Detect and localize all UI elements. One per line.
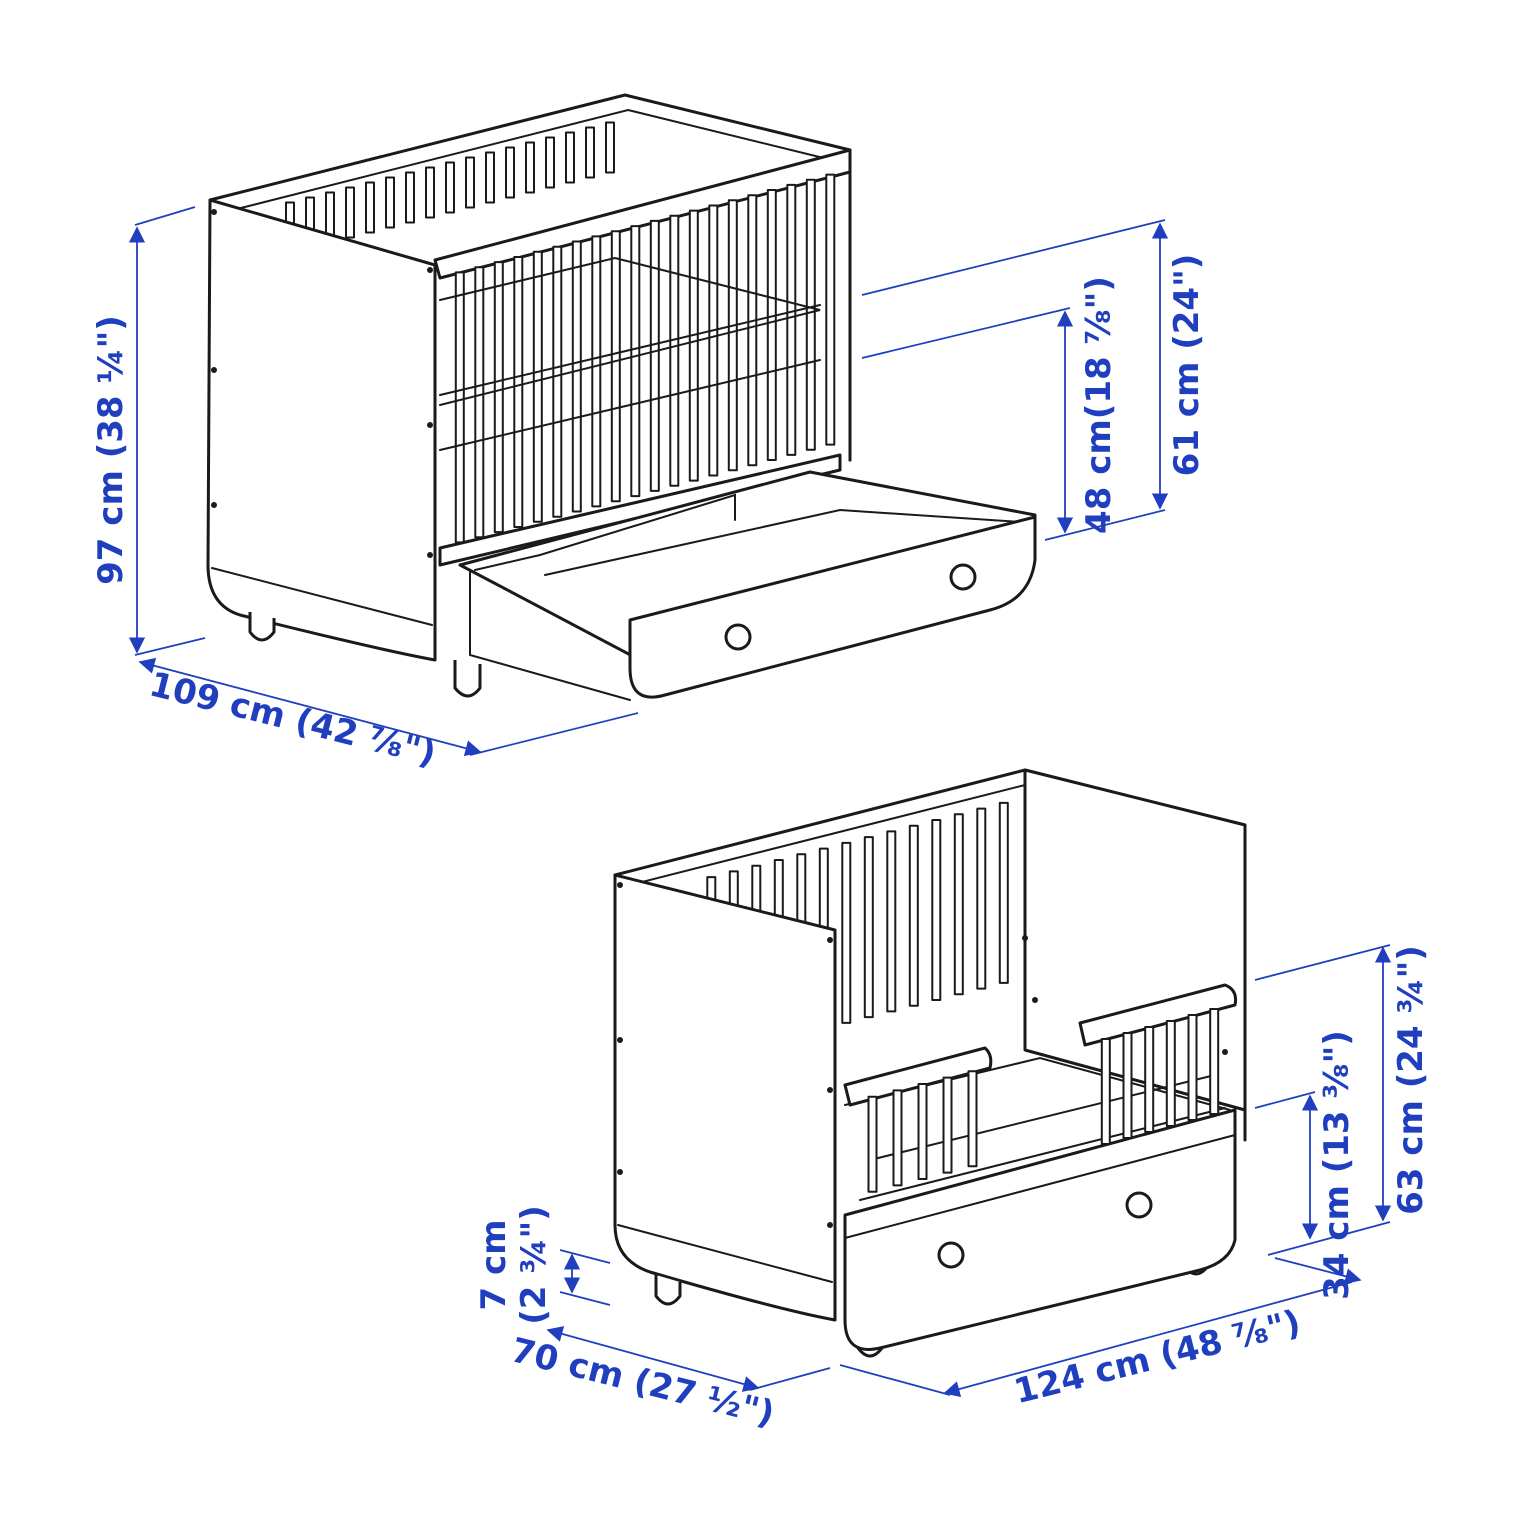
- crib-back-slat: [565, 131, 575, 184]
- drawer-knob-icon: [1125, 1191, 1153, 1219]
- crib-height-label: 97 cm (38 ¼"): [91, 315, 131, 585]
- bed-back-slat: [998, 801, 1009, 984]
- drawer-knob-icon: [724, 623, 752, 651]
- bed-front-slat: [917, 1083, 928, 1180]
- crib-back-slat: [525, 141, 535, 194]
- bed-front-slats: [867, 1008, 1220, 1193]
- crib-front-slat: [474, 266, 485, 539]
- crib-back-slat: [545, 136, 555, 189]
- crib-front-slat: [727, 199, 738, 472]
- crib-back-slat: [445, 161, 455, 214]
- bed-front-slat: [892, 1089, 903, 1187]
- crib-front-slat: [552, 245, 563, 518]
- drawer-knob-icon: [937, 1241, 965, 1269]
- crib-back-slat: [365, 181, 375, 234]
- crib-front-slat: [649, 219, 660, 492]
- crib-back-slat: [505, 146, 515, 199]
- bed-dimensions: [546, 944, 1392, 1397]
- bed-front-slat: [1100, 1038, 1111, 1145]
- bed-back-slat: [953, 813, 964, 996]
- crib-illustration: [206, 93, 1037, 701]
- crib-upper-base-label: 61 cm (24"): [1167, 254, 1207, 477]
- bed-back-slat: [976, 807, 987, 990]
- crib-front-slat: [571, 240, 582, 513]
- bed-back-slat: [931, 819, 942, 1001]
- bed-back-slat: [886, 830, 897, 1013]
- bed-front-slat: [967, 1070, 978, 1168]
- crib-front-slat: [630, 225, 641, 498]
- bed-clearance-inches-label: (2 ¾"): [514, 1205, 554, 1324]
- bed-clearance-value-label: 7 cm: [474, 1219, 514, 1310]
- crib-back-slat: [385, 176, 395, 229]
- bed-front-slat: [942, 1076, 953, 1174]
- crib-front-slat: [805, 178, 816, 451]
- bed-front-slat: [1144, 1026, 1155, 1133]
- bed-back-slat: [863, 836, 874, 1019]
- drawer-knob-icon: [949, 563, 977, 591]
- bed-height-label: 63 cm (24 ¾"): [1391, 945, 1431, 1215]
- bed-length-label: 124 cm (48 ⅞"): [1010, 1302, 1304, 1412]
- crib-front-slat: [454, 271, 465, 544]
- crib-front-slat: [747, 194, 758, 467]
- bed-front-slat: [1187, 1014, 1198, 1121]
- crib-front-slat: [610, 230, 621, 503]
- crib-back-slat: [405, 171, 415, 224]
- crib-front-slat: [766, 189, 777, 461]
- crib-back-slat: [605, 121, 615, 174]
- crib-length-label: 109 cm (42 ⅞"): [145, 664, 439, 774]
- crib-dimensions: [128, 206, 1169, 757]
- crib-front-slat: [591, 235, 602, 508]
- crib-front-slat: [493, 261, 504, 534]
- crib-back-slat: [465, 156, 475, 209]
- crib-back-slats: [285, 121, 615, 254]
- crib-front-slat: [513, 256, 524, 528]
- bed-side-rail-label: 34 cm (13 ⅜"): [1317, 1030, 1357, 1300]
- crib-front-slat: [708, 204, 719, 477]
- crib-front-slat: [786, 183, 797, 456]
- crib-front-slats: [454, 173, 836, 544]
- bed-back-slat: [908, 824, 919, 1007]
- crib-back-slat: [485, 151, 495, 204]
- crib-back-slat: [425, 166, 435, 219]
- toddler-bed-illustration: [613, 768, 1247, 1358]
- crib-back-slat: [345, 186, 355, 239]
- crib-front-slat: [532, 250, 543, 523]
- crib-lower-base-label: 48 cm(18 ⅞"): [1079, 276, 1119, 534]
- bed-front-slat: [1209, 1008, 1220, 1115]
- crib-front-slat: [688, 209, 699, 482]
- crib-back-slat: [585, 126, 595, 179]
- bed-front-slat: [867, 1095, 878, 1193]
- crib-front-slat: [825, 173, 836, 446]
- bed-front-slat: [1165, 1020, 1176, 1127]
- bed-back-slat: [841, 841, 852, 1024]
- crib-front-slat: [669, 214, 680, 487]
- bed-front-slat: [1122, 1032, 1133, 1139]
